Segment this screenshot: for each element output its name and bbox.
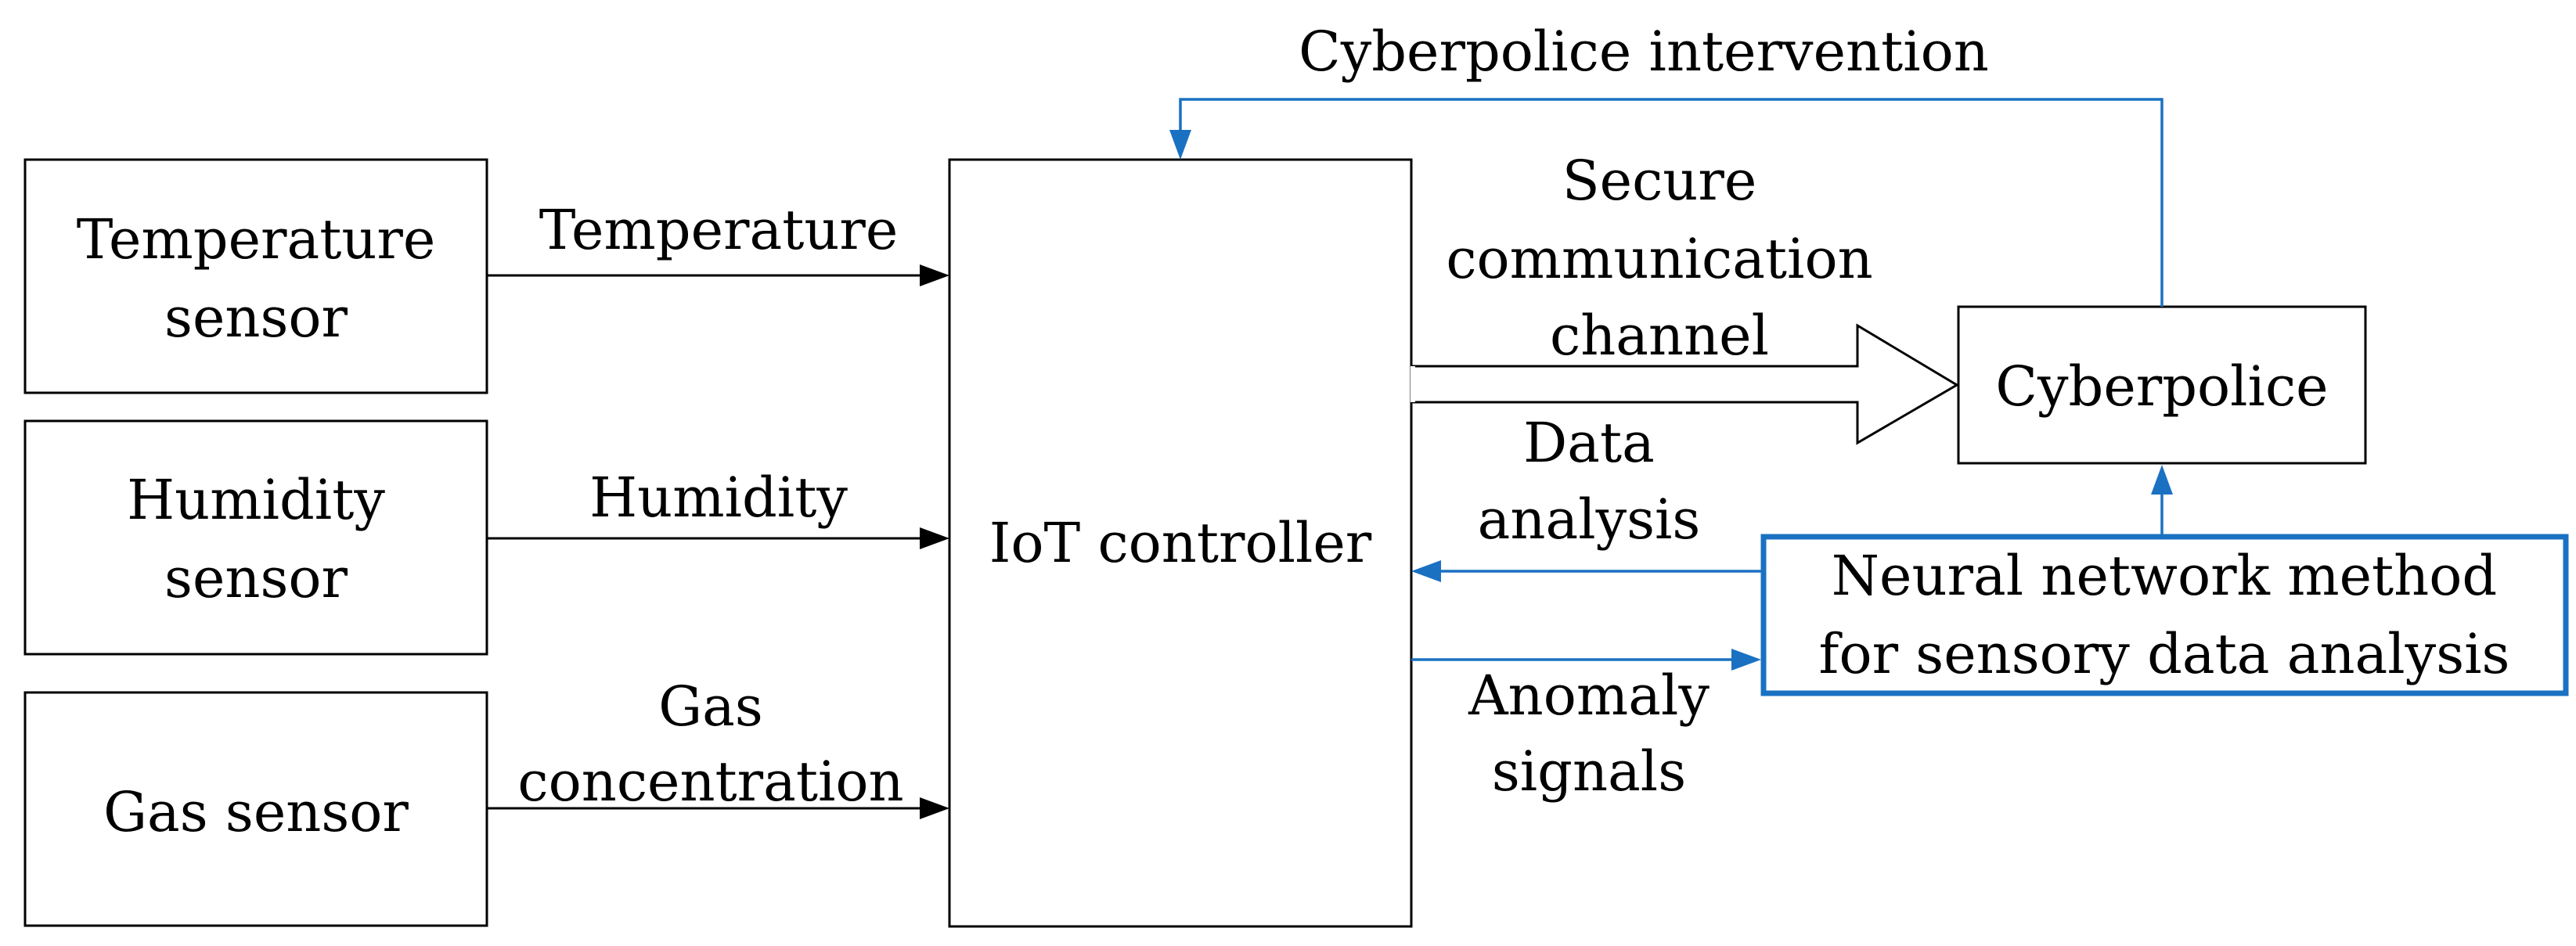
- gas-concentration-arrowhead: [920, 797, 949, 819]
- neural-to-cyberpolice-arrowhead: [2151, 465, 2173, 495]
- data-analysis-label-line2: analysis: [1478, 487, 1701, 552]
- anomaly-signals-arrowhead: [1731, 649, 1761, 671]
- iot-controller-label: IoT controller: [989, 511, 1372, 575]
- temperature-sensor-label-line1: Temperature: [77, 207, 436, 272]
- temperature-edge-label: Temperature: [539, 198, 899, 262]
- neural-network-label-line1: Neural network method: [1832, 544, 2497, 608]
- secure-channel-label-line3: channel: [1550, 304, 1769, 368]
- humidity-sensor-label-line2: sensor: [164, 546, 348, 610]
- anomaly-signals-label-line2: signals: [1492, 739, 1686, 804]
- humidity-arrowhead: [920, 527, 949, 549]
- cyberpolice-label: Cyberpolice: [1995, 354, 2328, 419]
- neural-network-box: [1760, 534, 2569, 696]
- cyberpolice-intervention-arrowhead: [1169, 130, 1191, 160]
- neural-network-label-line2: for sensory data analysis: [1819, 622, 2510, 686]
- anomaly-signals-label-line1: Anomaly: [1468, 664, 1710, 728]
- humidity-sensor-label-line1: Humidity: [127, 468, 385, 532]
- humidity-sensor-box: [23, 419, 488, 656]
- secure-channel-label-line1: Secure: [1562, 149, 1757, 213]
- iot-controller-box: [948, 158, 1413, 928]
- humidity-edge-label: Humidity: [589, 466, 848, 530]
- cyberpolice-intervention-label: Cyberpolice intervention: [1299, 20, 1989, 84]
- temperature-sensor-box: [23, 158, 488, 394]
- secure-channel-block-arrow: [1410, 323, 1959, 445]
- gas-sensor-box: [23, 691, 488, 927]
- cyberpolice-intervention-line: [1179, 98, 2163, 307]
- temperature-arrowhead: [920, 264, 949, 286]
- temperature-sensor-label-line2: sensor: [164, 286, 348, 350]
- gas-concentration-edge-label-line2: concentration: [517, 750, 903, 814]
- secure-channel-label-line2: communication: [1446, 227, 1872, 291]
- data-analysis-label-line1: Data: [1523, 411, 1655, 475]
- cyberpolice-box: [1957, 305, 2367, 465]
- gas-sensor-label: Gas sensor: [103, 780, 409, 844]
- data-analysis-arrowhead: [1411, 560, 1441, 582]
- gas-concentration-edge-label-line1: Gas: [658, 674, 763, 739]
